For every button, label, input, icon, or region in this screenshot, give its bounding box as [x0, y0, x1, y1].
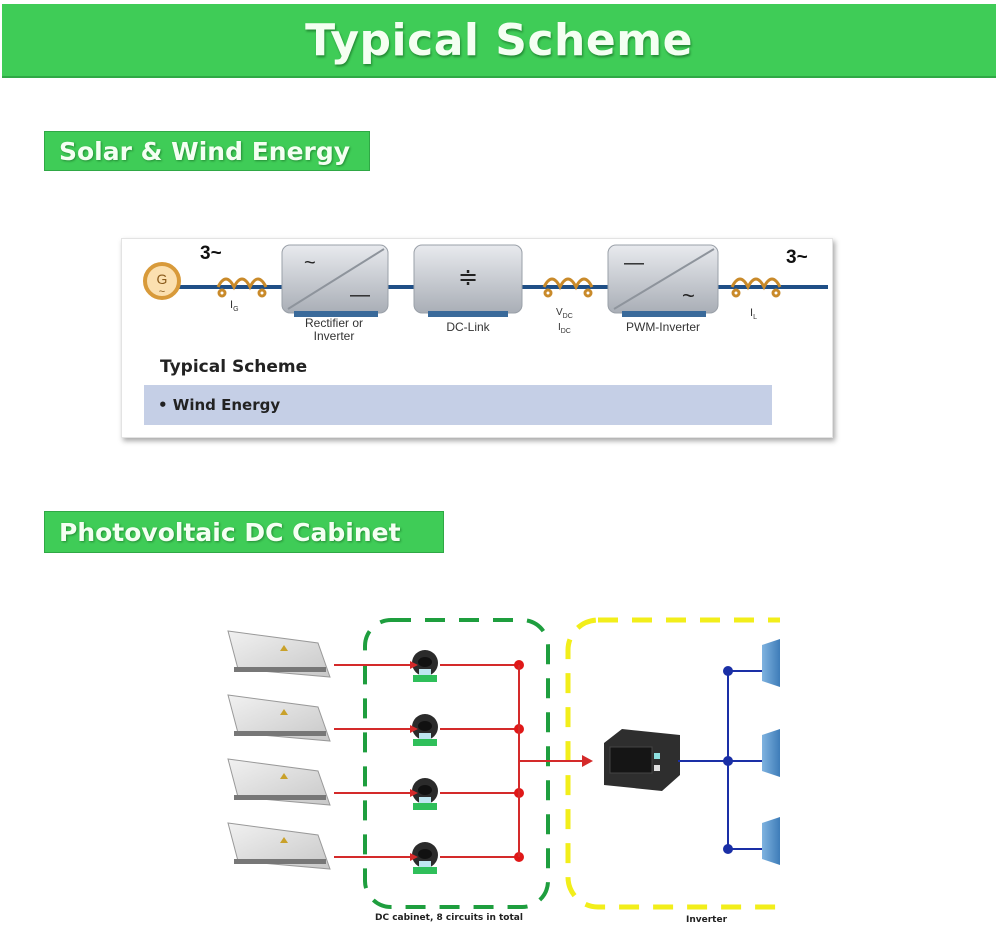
combiner-box-icon	[227, 758, 331, 806]
svg-text:~: ~	[304, 252, 316, 274]
hall-current-sensor-icon	[412, 842, 438, 874]
sensor-arrow-icon	[410, 661, 418, 669]
solar-panel-icon	[762, 817, 780, 865]
hall-current-sensor-icon	[412, 778, 438, 810]
dc-link-label: DC-Link	[446, 320, 490, 334]
pv-cabinet-diagram: DC cabinet, 8 circuits in total Inverter	[210, 595, 831, 929]
pwm-inverter-label: PWM-Inverter	[625, 320, 700, 334]
svg-text:~: ~	[159, 286, 165, 298]
dc-sensor-coil-icon	[542, 277, 594, 298]
section-heading-solar-wind: Solar & Wind Energy	[44, 131, 370, 171]
pv-string-row	[227, 694, 524, 746]
inverter-caption: Inverter	[686, 915, 728, 925]
svg-text:~: ~	[682, 283, 695, 308]
title-banner: Typical Scheme	[2, 4, 996, 78]
pv-string-row	[227, 630, 524, 682]
hall-current-sensor-icon	[412, 714, 438, 746]
sensor-label-ig: IG	[230, 299, 239, 314]
inverter-device-icon	[604, 729, 680, 791]
svg-text:≑: ≑	[458, 263, 478, 291]
sensor-arrow-icon	[410, 853, 418, 861]
dc-link-block-icon: ≑	[413, 244, 523, 317]
sensor-arrow-icon	[410, 789, 418, 797]
dc-output-arrow-icon	[582, 755, 593, 767]
svg-text:G: G	[157, 271, 168, 287]
svg-text:—: —	[624, 252, 644, 274]
rectifier-block-icon: ~ —	[281, 244, 389, 317]
ac-branch	[723, 817, 780, 865]
wind-scheme-card: G ~ ~ — ≑	[121, 238, 833, 438]
ac-junction-dot	[723, 666, 733, 676]
card-title: Typical Scheme	[160, 357, 308, 377]
phase-label-right: 3~	[786, 247, 808, 268]
combiner-box-icon	[227, 694, 331, 742]
pv-string-row	[227, 822, 524, 874]
sensor-label-il: IL	[750, 307, 757, 322]
combiner-box-icon	[227, 822, 331, 870]
section-heading-text: Solar & Wind Energy	[59, 136, 351, 166]
ac-junction-dot	[723, 756, 733, 766]
dc-cabinet-boundary	[363, 618, 550, 909]
pv-string-row	[227, 758, 524, 810]
combiner-box-icon	[227, 630, 331, 678]
svg-text:—: —	[350, 284, 370, 306]
pwm-inverter-block-icon: — ~	[607, 244, 719, 317]
ac-junction-dot	[723, 844, 733, 854]
load-sensor-coil-icon	[730, 277, 782, 298]
pv-diagram-svg	[227, 617, 831, 910]
dc-cabinet-caption: DC cabinet, 8 circuits in total	[375, 913, 523, 923]
solar-panel-icon	[762, 639, 780, 687]
solar-panel-icon	[762, 729, 780, 777]
current-sensor-coil-icon	[216, 277, 268, 298]
phase-label-left: 3~	[200, 243, 222, 264]
card-item-wind-energy: • Wind Energy	[158, 396, 281, 414]
generator-icon: G ~	[143, 262, 181, 300]
page-title: Typical Scheme	[305, 14, 693, 66]
wind-scheme-diagram: G ~ ~ — ≑	[143, 244, 828, 317]
hall-current-sensor-icon	[412, 650, 438, 682]
card-item-bar: • Wind Energy	[144, 385, 772, 425]
section-heading-text: Photovoltaic DC Cabinet	[59, 517, 401, 547]
section-heading-pv-cabinet: Photovoltaic DC Cabinet	[44, 511, 444, 553]
sensor-arrow-icon	[410, 725, 418, 733]
ac-branch	[723, 729, 780, 777]
inverter-boundary	[565, 617, 831, 910]
ac-branch	[723, 639, 780, 687]
